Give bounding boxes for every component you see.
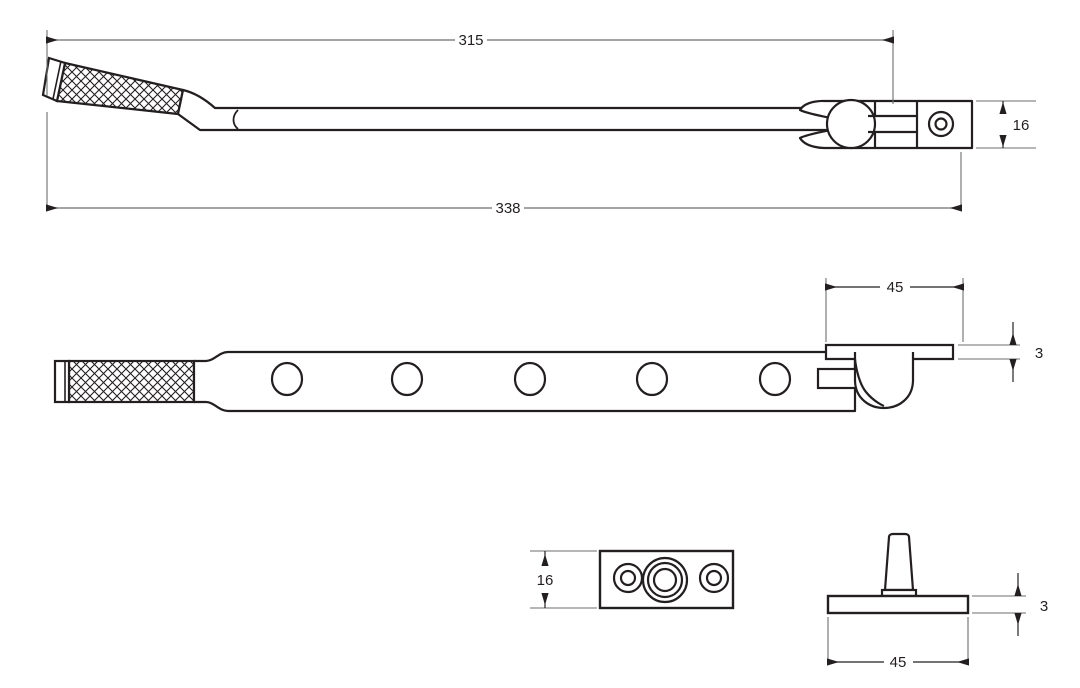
dimension-45-plate: 45 bbox=[825, 278, 964, 342]
stay-hole-3 bbox=[513, 361, 547, 397]
dimension-3-pin-plate: 3 bbox=[972, 573, 1048, 636]
pivot-bracket bbox=[798, 98, 974, 150]
plan-view: 45 3 bbox=[53, 278, 1043, 413]
plate-pin-hole-ring-inner bbox=[652, 567, 678, 593]
dimension-16-bracket: 16 bbox=[976, 100, 1036, 149]
plan-end-slot bbox=[816, 367, 862, 390]
dimension-45-pin-plate: 45 bbox=[827, 617, 969, 671]
dimension-3-plate: 3 bbox=[958, 322, 1043, 382]
knurled-handle bbox=[41, 56, 185, 116]
stay-hole-4 bbox=[635, 361, 669, 397]
stem-taper-line bbox=[232, 109, 239, 130]
side-elevation-view: 315 338 16 bbox=[41, 30, 1036, 217]
plan-pin-holes bbox=[270, 361, 792, 397]
dimension-label-45-plate: 45 bbox=[887, 279, 904, 296]
dimension-label-16-bracket: 16 bbox=[1013, 117, 1030, 134]
pin-base-plate bbox=[826, 594, 970, 615]
plan-pivot-plate bbox=[824, 343, 955, 410]
stay-arm-stem bbox=[176, 88, 832, 132]
pivot-knuckle bbox=[825, 98, 877, 150]
handle-cap-line bbox=[52, 60, 62, 100]
plan-handle-knurl-area bbox=[67, 359, 196, 404]
mounting-plate-plan-view: 16 bbox=[530, 549, 735, 610]
stay-hole-2 bbox=[390, 361, 424, 397]
pivot-hook bbox=[853, 352, 915, 410]
plan-knurled-handle bbox=[53, 359, 196, 404]
tapered-pin bbox=[883, 532, 915, 592]
dimension-338: 338 bbox=[46, 112, 962, 217]
stay-hole-5 bbox=[758, 361, 792, 397]
pivot-hook-inner bbox=[853, 358, 885, 408]
dimension-label-45-pin-plate: 45 bbox=[890, 654, 907, 671]
dimension-16-plate: 16 bbox=[530, 550, 597, 609]
plate-fixing-hole-left-inner bbox=[619, 569, 637, 587]
dimension-label-3-plate: 3 bbox=[1035, 345, 1043, 362]
dimension-315: 315 bbox=[46, 30, 894, 104]
dimension-label-3-pin-plate: 3 bbox=[1040, 598, 1048, 615]
dimension-label-16-plate: 16 bbox=[537, 572, 554, 589]
stay-hole-1 bbox=[270, 361, 304, 397]
plan-handle-end-cap bbox=[53, 359, 71, 404]
pin-elevation-view: 3 45 bbox=[826, 532, 1048, 671]
dimension-label-315: 315 bbox=[458, 32, 483, 49]
pivot-screw-hole-inner bbox=[934, 117, 948, 131]
plate-fixing-hole-right-inner bbox=[705, 569, 723, 587]
dimension-label-338: 338 bbox=[495, 200, 520, 217]
